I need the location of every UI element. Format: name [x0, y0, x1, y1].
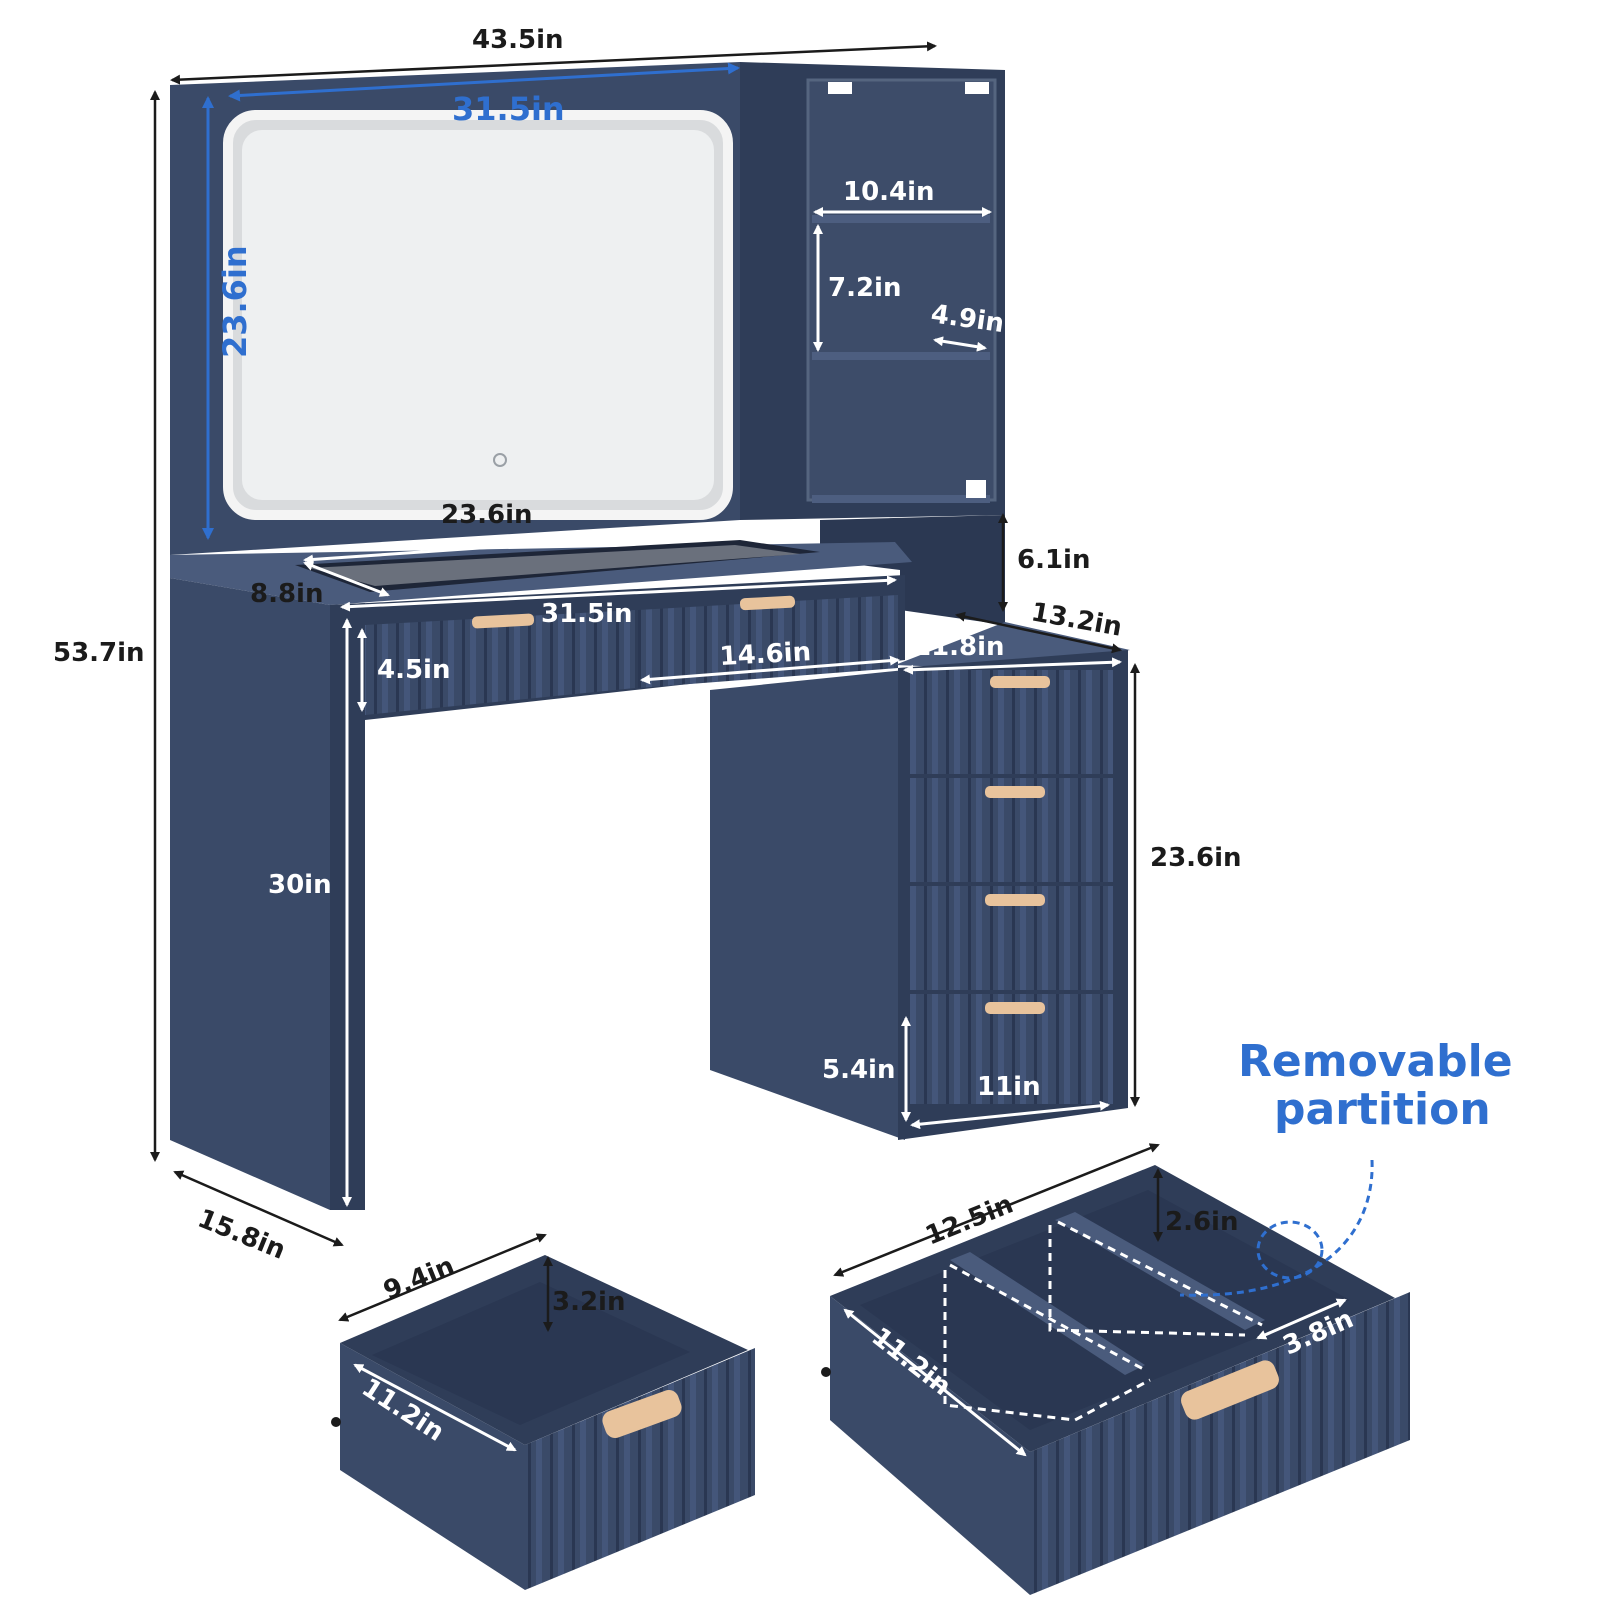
drawer-slide-icon — [331, 1417, 341, 1427]
left-side-panel — [170, 578, 330, 1210]
arrow-drawer-width — [640, 655, 900, 685]
label-desk-depth: 15.8in — [193, 1204, 289, 1266]
arrow-shelf-depth — [933, 336, 987, 352]
drawer-slide-icon — [821, 1367, 831, 1377]
arrow-bottom-drawer-width — [910, 1100, 1110, 1130]
open-shelf — [820, 515, 1005, 625]
drawer-handle — [1181, 1360, 1279, 1420]
label-bottom-drawer-width: 11in — [977, 1072, 1041, 1102]
drawer-left — [365, 610, 635, 715]
arrow-tray-width — [303, 526, 729, 565]
label-leg-height: 30in — [268, 870, 332, 900]
arrow-compartment-width — [1256, 1298, 1347, 1340]
label-small-drawer-height: 3.2in — [552, 1287, 625, 1317]
shelf-1 — [812, 215, 990, 223]
shelf-3 — [812, 495, 990, 503]
pedestal-side — [710, 670, 905, 1140]
label-drawer-height: 4.5in — [377, 655, 450, 685]
partition-highlight-circle — [1256, 1220, 1324, 1280]
partition-outline — [1057, 1220, 1263, 1327]
drawer-handle — [471, 613, 535, 629]
hinge-icon — [828, 82, 852, 94]
arrow-desk-width — [340, 575, 897, 612]
arrow-small-drawer-depth — [353, 1363, 517, 1452]
arrow-small-drawer-width — [338, 1233, 547, 1322]
drawer-handle — [985, 1002, 1045, 1014]
label-drawer-width: 14.6in — [719, 637, 812, 672]
hinge-icon — [965, 82, 989, 94]
touch-sensor-icon — [493, 453, 507, 467]
partition-1 — [950, 1252, 1145, 1375]
label-mirror-width: 31.5in — [452, 90, 565, 128]
dimension-arrows — [150, 41, 1347, 1457]
drawer-handle — [990, 676, 1050, 688]
label-shelf-height: 7.2in — [828, 273, 901, 303]
hinge-icon — [966, 480, 986, 498]
label-bottom-drawer-height: 5.4in — [822, 1055, 895, 1085]
label-large-drawer-height: 2.6in — [1165, 1207, 1238, 1237]
arrow-cabinet-depth — [955, 611, 1122, 654]
partition-outline — [949, 1263, 1146, 1372]
label-mirror-height: 23.6in — [216, 245, 254, 358]
drawer-handle — [602, 1389, 682, 1439]
label-open-shelf-height: 6.1in — [1017, 545, 1090, 575]
arrow-cabinet-width — [903, 657, 1122, 675]
label-shelf-width: 10.4in — [843, 177, 935, 207]
arrow-large-drawer-depth — [843, 1308, 1027, 1457]
callout-leader — [1179, 1159, 1374, 1297]
callout-line-2: partition — [1274, 1084, 1491, 1135]
drawer-handle — [985, 786, 1045, 798]
label-cabinet-width: 11.8in — [913, 632, 1005, 662]
large-drawer-front — [1030, 1292, 1410, 1595]
label-overall-height: 53.7in — [53, 638, 145, 668]
arrow-mirror-width — [228, 62, 740, 102]
callout-line-1: Removable — [1238, 1036, 1513, 1087]
shelf-2 — [812, 352, 990, 360]
arrow-large-drawer-width — [833, 1143, 1160, 1277]
label-cabinet-height: 23.6in — [1150, 843, 1242, 873]
small-drawer-front — [525, 1348, 755, 1590]
label-overall-width: 43.5in — [472, 25, 564, 55]
label-desk-width: 31.5in — [541, 599, 633, 629]
drawer-handle — [985, 894, 1045, 906]
label-tray-depth: 8.8in — [250, 579, 323, 609]
arrow-desk-depth — [173, 1170, 344, 1247]
dimension-labels: 43.5in 31.5in 23.6in 53.7in 10.4in 7.2in… — [53, 25, 1513, 1448]
mirror-glass — [242, 130, 714, 500]
label-tray-width: 23.6in — [441, 500, 533, 530]
